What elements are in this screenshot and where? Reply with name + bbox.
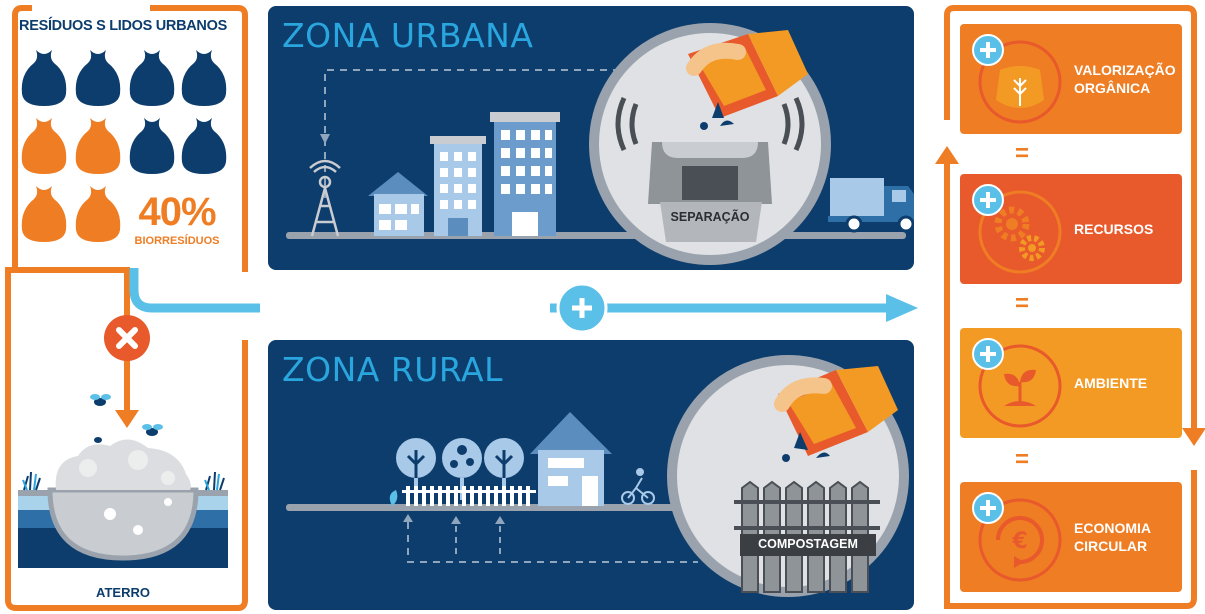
- waste-title: RESÍDUOS S LIDOS URBANOS: [19, 18, 227, 34]
- rural-zone-panel: ZONA RURAL: [268, 340, 914, 610]
- bicycle-icon: [621, 468, 655, 505]
- sprout-icon: [972, 338, 1062, 428]
- urban-zone-panel: ZONA URBANA: [268, 6, 914, 270]
- urban-illustration: [286, 23, 914, 265]
- bag-1: [21, 50, 67, 106]
- benefit-resources: RECURSOS: [960, 174, 1182, 284]
- grain-sack-icon: [972, 34, 1062, 124]
- biowaste-percent: 40%: [138, 190, 216, 234]
- landfill-label: ATERRO: [96, 585, 150, 600]
- composting-label: COMPOSTAGEM: [758, 537, 858, 551]
- equals-sign: =: [1014, 290, 1029, 317]
- reject-icon: [104, 315, 150, 361]
- house-icon: [530, 412, 612, 506]
- equals-sign: =: [1014, 140, 1029, 167]
- flow-arrow: [550, 282, 918, 334]
- euro-cycle-icon: €: [972, 492, 1062, 582]
- urban-zone-title: ZONA URBANA: [282, 16, 534, 55]
- tree-icon: [396, 438, 524, 500]
- composting-label-box: [740, 534, 876, 556]
- left-frame-lines: [5, 5, 260, 611]
- vibration-icon: [615, 96, 805, 152]
- gears-icon: [972, 184, 1062, 274]
- benefit-label: RECURSOS: [1074, 221, 1154, 237]
- separation-label: SEPARAÇÃO: [670, 210, 750, 224]
- equals-sign: =: [1014, 446, 1029, 473]
- rural-illustration: [286, 355, 909, 597]
- truck-icon: [828, 178, 914, 233]
- svg-text:€: €: [1011, 529, 1027, 554]
- antenna-icon: [309, 159, 341, 237]
- rural-zone-title: ZONA RURAL: [282, 350, 503, 389]
- benefit-label: AMBIENTE: [1074, 375, 1148, 391]
- biowaste-label: BIORRESÍDUOS: [134, 235, 220, 247]
- landfill-illustration: [18, 394, 228, 568]
- right-frame-lines: [935, 5, 1205, 609]
- benefit-environment: AMBIENTE: [960, 328, 1182, 438]
